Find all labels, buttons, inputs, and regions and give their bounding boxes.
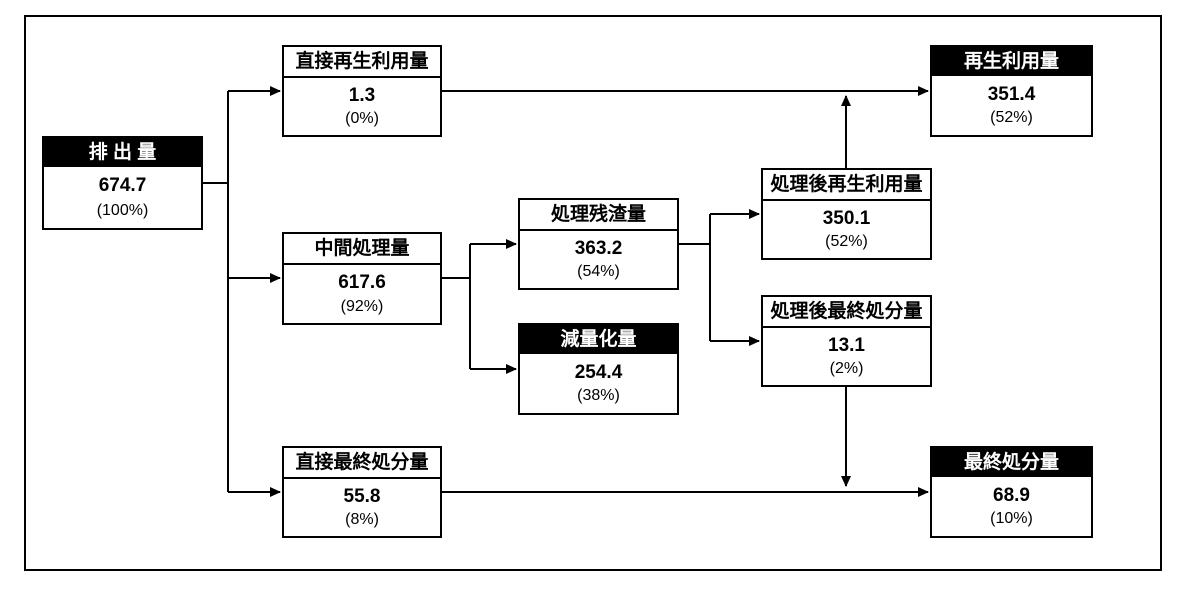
node-post-treatment-recycling-value: 350.1: [822, 208, 871, 229]
intermediate-branch-trunk: [442, 244, 471, 369]
node-direct-recycling-value: 1.3: [348, 85, 376, 106]
node-final-disposal-total-value: 68.9: [993, 484, 1030, 506]
node-treatment-residue: 処理残渣量 363.2 (54%): [518, 198, 679, 290]
node-volume-reduction-title: 減量化量: [520, 325, 677, 354]
residue-branch-trunk: [679, 214, 711, 341]
node-volume-reduction: 減量化量 254.4 (38%): [518, 323, 679, 415]
node-post-treatment-recycling: 処理後再生利用量 350.1 (52%): [761, 168, 932, 260]
node-final-disposal-total: 最終処分量 68.9 (10%): [930, 446, 1093, 538]
node-direct-final-disposal-percent: (8%): [345, 511, 379, 528]
node-post-treatment-final-disposal: 処理後最終処分量 13.1 (2%): [761, 295, 932, 387]
node-post-treatment-final-disposal-percent: (2%): [829, 360, 864, 377]
node-final-disposal-total-percent: (10%): [990, 510, 1033, 528]
node-direct-recycling-percent: (0%): [345, 110, 379, 127]
node-final-disposal-total-title: 最終処分量: [932, 448, 1091, 477]
node-emission-value: 674.7: [98, 175, 147, 197]
node-post-treatment-recycling-percent: (52%): [825, 233, 868, 250]
node-treatment-residue-percent: (54%): [577, 263, 620, 280]
node-volume-reduction-percent: (38%): [577, 387, 620, 405]
node-post-treatment-final-disposal-title: 処理後最終処分量: [763, 297, 930, 328]
node-recycling-total-value: 351.4: [987, 83, 1036, 105]
node-direct-final-disposal-title: 直接最終処分量: [284, 448, 440, 479]
node-post-treatment-recycling-title: 処理後再生利用量: [763, 170, 930, 201]
node-emission-percent: (100%): [96, 201, 149, 219]
emission-branch-trunk: [203, 91, 229, 492]
node-direct-recycling: 直接再生利用量 1.3 (0%): [282, 45, 442, 137]
node-intermediate-treatment-value: 617.6: [338, 272, 386, 294]
node-recycling-total-title: 再生利用量: [932, 47, 1091, 76]
node-emission: 排 出 量 674.7 (100%): [42, 136, 203, 230]
node-intermediate-treatment-title: 中間処理量: [284, 234, 440, 265]
node-treatment-residue-title: 処理残渣量: [520, 200, 677, 231]
node-volume-reduction-value: 254.4: [574, 361, 623, 383]
node-post-treatment-final-disposal-value: 13.1: [828, 335, 865, 356]
node-direct-final-disposal-value: 55.8: [343, 486, 381, 507]
diagram-outer-border: [24, 15, 1162, 571]
node-recycling-total: 再生利用量 351.4 (52%): [930, 45, 1093, 137]
node-recycling-total-percent: (52%): [990, 109, 1033, 127]
node-direct-recycling-title: 直接再生利用量: [284, 47, 440, 78]
node-intermediate-treatment: 中間処理量 617.6 (92%): [282, 232, 442, 325]
node-direct-final-disposal: 直接最終処分量 55.8 (8%): [282, 446, 442, 538]
node-intermediate-treatment-percent: (92%): [340, 297, 384, 315]
node-treatment-residue-value: 363.2: [574, 238, 623, 259]
node-emission-title: 排 出 量: [44, 138, 201, 167]
